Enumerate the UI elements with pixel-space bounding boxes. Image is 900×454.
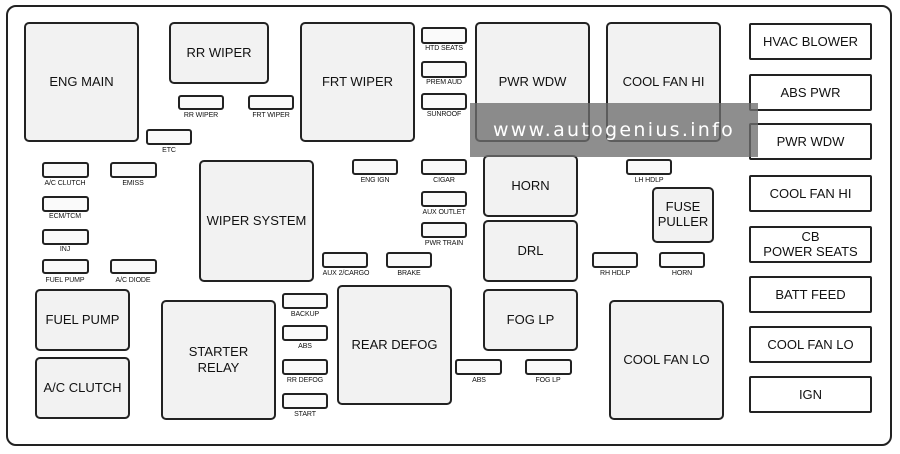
fuse-label-fog-lp: FOG LP xyxy=(535,377,561,384)
side-fuse-cool-fan-lo: COOL FAN LO xyxy=(749,326,872,363)
drl-relay: DRL xyxy=(483,220,578,282)
ac-clutch-relay: A/C CLUTCH xyxy=(35,357,130,419)
fuse-eng-ign xyxy=(352,159,398,175)
fuse-frt-wiper xyxy=(248,95,294,110)
fog-lp-relay: FOG LP xyxy=(483,289,578,351)
side-fuse-cool-fan-hi: COOL FAN HI xyxy=(749,175,872,212)
fuse-label-abs-left: ABS xyxy=(298,343,312,350)
starter-relay: STARTER RELAY xyxy=(161,300,276,420)
rear-defog-relay: REAR DEFOG xyxy=(337,285,452,405)
fuse-etc xyxy=(146,129,192,145)
fuse-label-inj: INJ xyxy=(59,246,71,253)
fuse-fuel-pump xyxy=(42,259,89,274)
fuse-label-horn: HORN xyxy=(671,270,693,277)
fuse-horn xyxy=(659,252,705,268)
fuse-label-fuel-pump: FUEL PUMP xyxy=(45,277,85,284)
fuse-label-aux-2-cargo: AUX 2/CARGO xyxy=(322,270,370,277)
fuse-start xyxy=(282,393,328,409)
side-fuse-hvac-blower: HVAC BLOWER xyxy=(749,23,872,60)
fuse-label-lh-hdlp: LH HDLP xyxy=(634,177,664,184)
rr-wiper-relay: RR WIPER xyxy=(169,22,269,84)
fuse-sunroof xyxy=(421,93,467,110)
fuse-lh-hdlp xyxy=(626,159,672,175)
wiper-system-relay: WIPER SYSTEM xyxy=(199,160,314,282)
fuse-pwr-train xyxy=(421,222,467,238)
fuse-backup xyxy=(282,293,328,309)
fuse-brake xyxy=(386,252,432,268)
fuse-label-rr-wiper: RR WIPER xyxy=(183,112,219,119)
fuse-box-outline xyxy=(6,5,892,446)
fuse-rr-defog xyxy=(282,359,328,375)
fuse-ac-clutch xyxy=(42,162,89,178)
fuel-pump-relay: FUEL PUMP xyxy=(35,289,130,351)
fuse-ecm-tcm xyxy=(42,196,89,212)
fuse-label-etc: ETC xyxy=(162,147,176,154)
fuse-label-abs-mid: ABS xyxy=(472,377,486,384)
fuse-label-emiss: EMISS xyxy=(122,180,144,187)
fuse-rr-wiper xyxy=(178,95,224,110)
fuse-aux-outlet xyxy=(421,191,467,207)
fuse-fog-lp xyxy=(525,359,572,375)
fuse-ac-diode xyxy=(110,259,157,274)
fuse-prem-aud xyxy=(421,61,467,78)
side-fuse-pwr-wdw: PWR WDW xyxy=(749,123,872,160)
fuse-label-cigar: CIGAR xyxy=(433,177,455,184)
frt-wiper-relay: FRT WIPER xyxy=(300,22,415,142)
fuse-aux-2-cargo xyxy=(322,252,368,268)
fuse-label-eng-ign: ENG IGN xyxy=(360,177,390,184)
fuse-label-prem-aud: PREM AUD xyxy=(426,79,462,86)
watermark-banner: www.autogenius.info xyxy=(470,103,758,157)
fuse-label-rr-defog: RR DEFOG xyxy=(286,377,324,384)
fuse-emiss xyxy=(110,162,157,178)
fuse-puller: FUSE PULLER xyxy=(652,187,714,243)
fuse-label-rh-hdlp: RH HDLP xyxy=(599,270,631,277)
side-fuse-ign: IGN xyxy=(749,376,872,413)
fuse-label-aux-outlet: AUX OUTLET xyxy=(422,209,466,216)
fuse-label-pwr-train: PWR TRAIN xyxy=(424,240,464,247)
fuse-cigar xyxy=(421,159,467,175)
fuse-label-sunroof: SUNROOF xyxy=(426,111,462,118)
fuse-inj xyxy=(42,229,89,245)
eng-main-relay: ENG MAIN xyxy=(24,22,139,142)
side-fuse-abs-pwr: ABS PWR xyxy=(749,74,872,111)
fuse-label-htd-seats: HTD SEATS xyxy=(425,45,463,52)
fuse-label-ac-diode: A/C DIODE xyxy=(115,277,151,284)
fuse-label-backup: BACKUP xyxy=(290,311,320,318)
side-fuse-cb-power-seats: CB POWER SEATS xyxy=(749,226,872,263)
fuse-abs-left xyxy=(282,325,328,341)
fuse-htd-seats xyxy=(421,27,467,44)
fuse-label-ac-clutch: A/C CLUTCH xyxy=(44,180,86,187)
fuse-label-start: START xyxy=(294,411,316,418)
side-fuse-batt-feed: BATT FEED xyxy=(749,276,872,313)
fuse-abs-mid xyxy=(455,359,502,375)
horn-relay: HORN xyxy=(483,155,578,217)
fuse-rh-hdlp xyxy=(592,252,638,268)
cool-fan-lo-relay: COOL FAN LO xyxy=(609,300,724,420)
fuse-label-ecm-tcm: ECM/TCM xyxy=(49,213,81,220)
fuse-label-frt-wiper: FRT WIPER xyxy=(252,112,290,119)
fuse-label-brake: BRAKE xyxy=(397,270,421,277)
